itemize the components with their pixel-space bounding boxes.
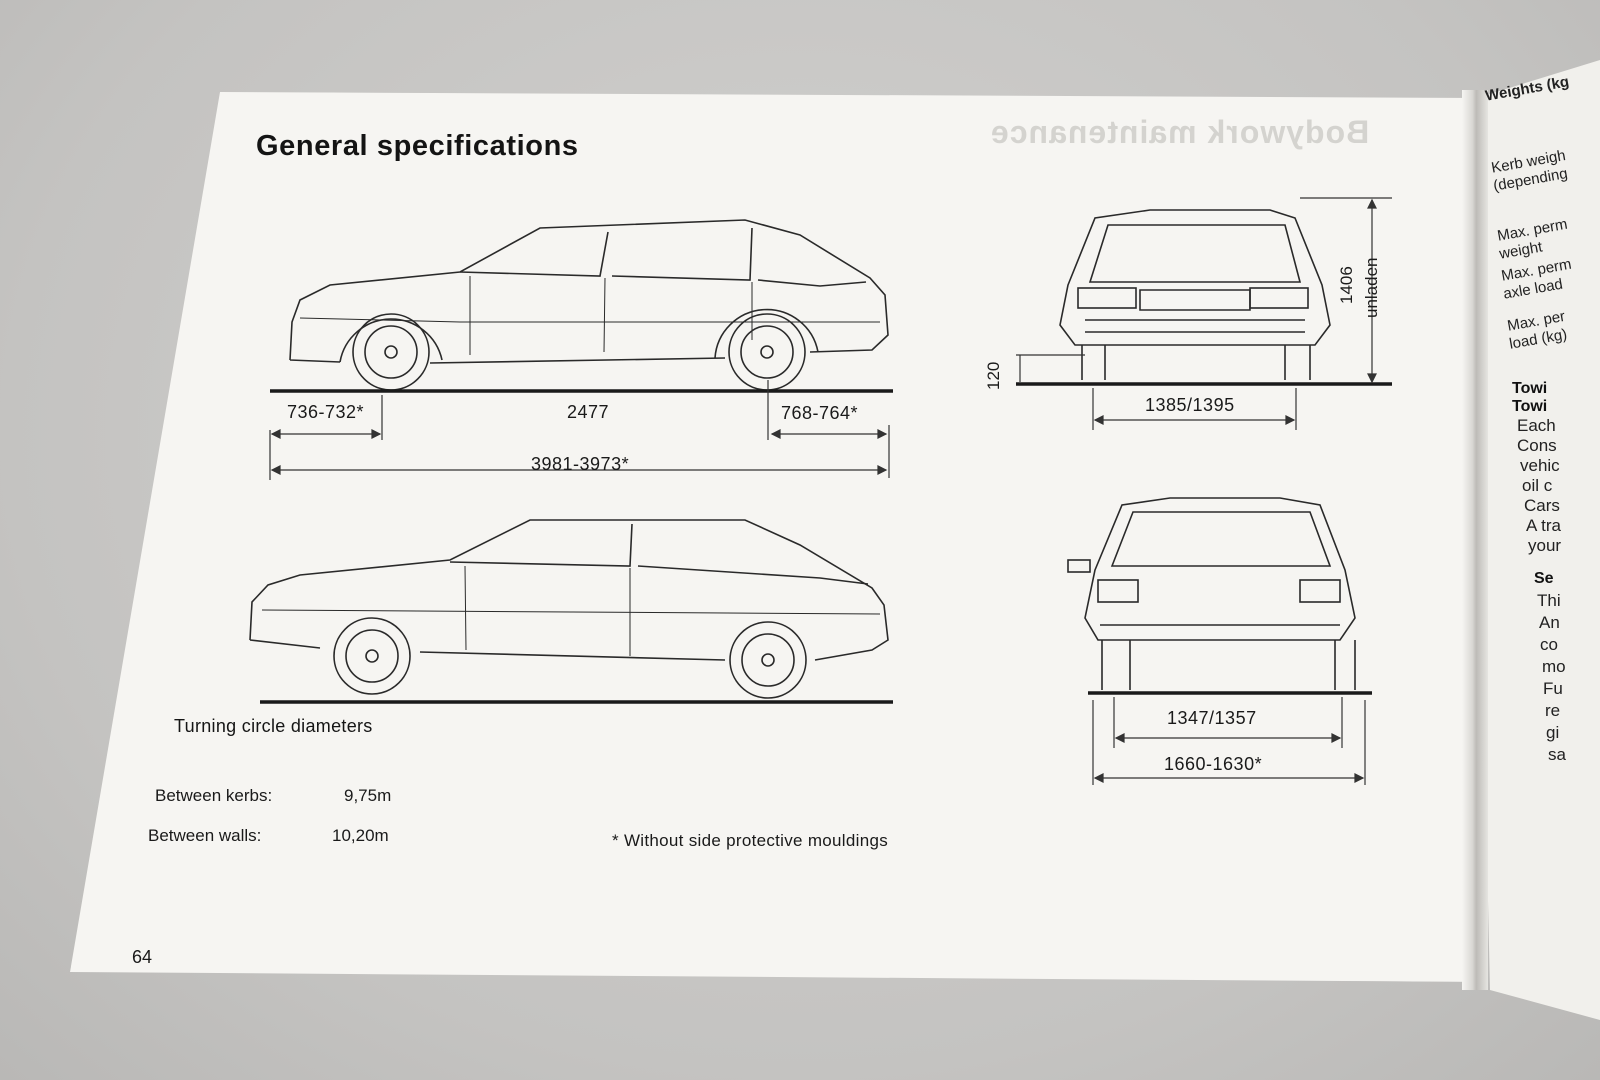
second-section-line: mo [1542, 657, 1566, 676]
second-section-heading: Se [1534, 570, 1554, 587]
page-title: General specifications [256, 130, 579, 162]
second-section-line: co [1540, 635, 1558, 654]
towing-line: oil c [1522, 476, 1553, 495]
between-kerbs-label: Between kerbs: [155, 786, 273, 805]
overall-width-dimension: 1660-1630* [1164, 754, 1263, 774]
towing-heading: Towi [1512, 380, 1548, 397]
height-unladen-note: unladen [1362, 257, 1381, 318]
height-dimension: 1406 [1337, 266, 1356, 304]
towing-line: A tra [1526, 516, 1561, 535]
left-page [70, 92, 1480, 982]
turning-circle-heading: Turning circle diameters [174, 716, 373, 736]
towing-line: Each [1517, 416, 1556, 435]
towing-line: your [1528, 536, 1562, 555]
front-overhang-dimension: 736-732* [287, 402, 365, 422]
second-section-line: Thi [1537, 591, 1561, 610]
overall-length-dimension: 3981-3973* [531, 454, 630, 474]
towing-line: Cars [1524, 496, 1560, 515]
right-page [1470, 60, 1600, 1020]
second-section-line: gi [1546, 723, 1560, 742]
between-kerbs-value: 9,75m [344, 786, 392, 805]
second-section-line: An [1539, 613, 1560, 632]
front-track-dimension: 1385/1395 [1145, 395, 1235, 415]
wheelbase-dimension: 2477 [567, 402, 610, 422]
second-section-line: Fu [1543, 679, 1563, 698]
between-walls-label: Between walls: [148, 826, 262, 845]
second-section-line: re [1545, 701, 1561, 720]
rear-track-dimension: 1347/1357 [1167, 708, 1257, 728]
ground-clearance-dimension: 120 [984, 361, 1003, 390]
book-gutter [1462, 90, 1488, 990]
towing-line: vehic [1520, 456, 1560, 475]
second-section-line: sa [1548, 745, 1566, 764]
page-number: 64 [132, 947, 153, 967]
footnote: * Without side protective mouldings [612, 831, 889, 850]
rear-overhang-dimension: 768-764* [781, 403, 859, 423]
between-walls-value: 10,20m [332, 826, 389, 845]
towing-line: Cons [1517, 436, 1557, 455]
towing-subheading: Towi [1512, 398, 1548, 415]
